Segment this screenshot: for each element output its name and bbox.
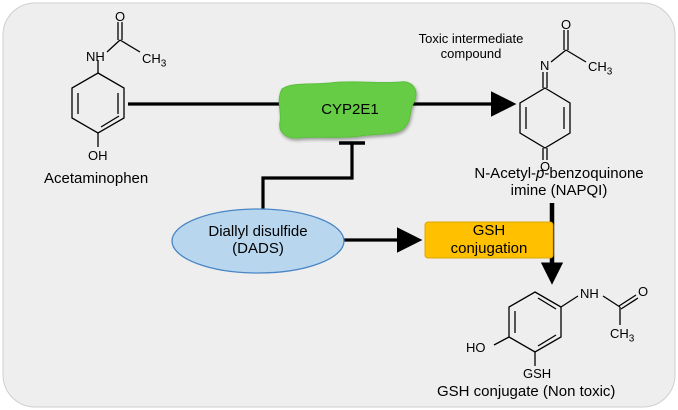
gsh-conjugate-structure (493, 291, 639, 366)
napqi-label: N-Acetyl-p-benzoquinone imine (NAPQI) (454, 165, 664, 200)
acetaminophen-ch3-sub: 3 (160, 58, 167, 70)
napqi-suffix: -benzoquinone (544, 165, 644, 182)
gsh-conjugation-label: GSH conjugation (425, 222, 553, 258)
conjugate-ch-text: CH (610, 326, 629, 341)
acetaminophen-structure (71, 22, 141, 147)
napqi-n-atom: N (540, 58, 550, 73)
napqi-prefix: N-Acetyl- (474, 165, 537, 182)
conjugate-ch3-atom: CH3 (610, 327, 634, 345)
napqi-label-line1: N-Acetyl-p-benzoquinone (454, 165, 664, 182)
acetaminophen-ch-text: CH (142, 51, 161, 66)
conjugate-ho-atom: HO (466, 340, 486, 355)
conjugate-gsh-atom: GSH (523, 366, 552, 381)
inhibition-line (261, 143, 354, 220)
toxic-note-line1: Toxic intermediate (418, 31, 524, 46)
product-label: GSH conjugate (Non toxic) (437, 383, 616, 400)
enzyme-label: CYP2E1 (321, 101, 379, 118)
napqi-ch3-atom: CH3 (588, 60, 612, 78)
napqi-ch3-sub: 3 (606, 66, 613, 78)
gsh-conjugation-line1: GSH (472, 222, 506, 239)
inhibitor-label-line1: Diallyl disulfide (208, 223, 308, 240)
inhibitor-label-line2: (DADS) (232, 240, 284, 258)
acetaminophen-ch3-atom: CH3 (142, 52, 166, 70)
toxic-intermediate-note: Toxic intermediate compound (408, 31, 534, 62)
inhibitor-label: Diallyl disulfide (DADS) (178, 223, 338, 258)
napqi-carbonyl-o-atom: O (561, 17, 572, 32)
acetaminophen-oh-atom: OH (88, 148, 108, 163)
napqi-ch-text: CH (588, 59, 607, 74)
conjugate-ch3-sub: 3 (628, 333, 635, 345)
gsh-conjugation-box (424, 221, 554, 259)
gsh-conjugation-line2: conjugation (450, 240, 528, 257)
toxic-note-line2: compound (440, 45, 502, 61)
napqi-structure (519, 30, 587, 160)
conjugate-nh-atom: NH (580, 286, 599, 301)
napqi-label-line2: imine (NAPQI) (510, 182, 608, 200)
napqi-italic-p: p (536, 165, 545, 182)
napqi-bottom-o-atom: O (540, 159, 551, 174)
acetaminophen-nh-atom: NH (86, 49, 105, 64)
cyp2e1-enzyme-shape (278, 81, 417, 139)
conjugate-o-atom: O (638, 284, 649, 299)
dads-ellipse (171, 208, 345, 274)
substrate-label: Acetaminophen (44, 170, 149, 187)
acetaminophen-o-atom: O (115, 9, 126, 24)
